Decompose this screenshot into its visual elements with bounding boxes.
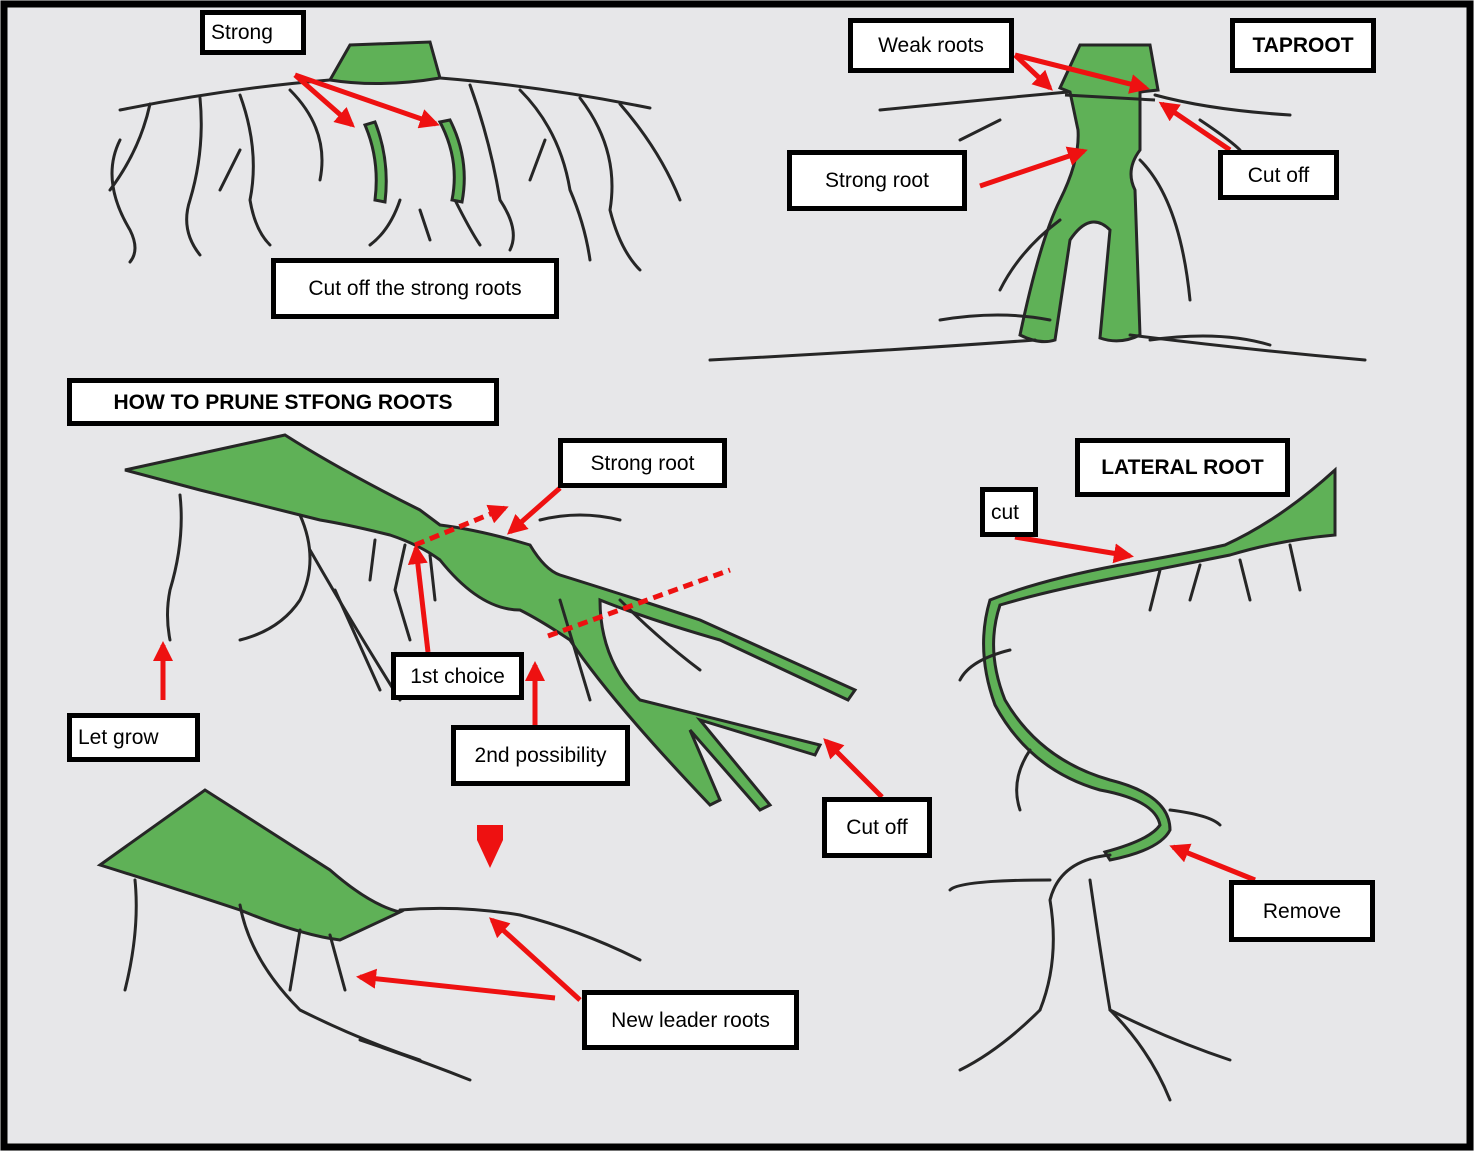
label-lateral-root: LATERAL ROOT xyxy=(1075,438,1290,497)
label-second-possibility: 2nd possibility xyxy=(451,725,630,786)
label-remove: Remove xyxy=(1229,880,1375,942)
label-strong-root-prune: Strong root xyxy=(558,438,727,488)
label-strong: Strong xyxy=(200,10,306,55)
label-first-choice: 1st choice xyxy=(391,652,524,700)
label-weak-roots: Weak roots xyxy=(848,18,1014,73)
label-new-leader-roots: New leader roots xyxy=(582,990,799,1050)
label-strong-root-taproot: Strong root xyxy=(787,150,967,211)
label-taproot: TAPROOT xyxy=(1230,18,1376,73)
label-cut-off-taproot: Cut off xyxy=(1218,150,1339,200)
label-cut-off-strong-roots: Cut off the strong roots xyxy=(271,258,559,319)
label-cut: cut xyxy=(980,487,1038,537)
label-how-to-prune: HOW TO PRUNE STFONG ROOTS xyxy=(67,378,499,426)
trunk-base-top-left xyxy=(330,42,440,84)
label-let-grow: Let grow xyxy=(67,713,200,762)
label-cut-off-prune: Cut off xyxy=(822,797,932,858)
